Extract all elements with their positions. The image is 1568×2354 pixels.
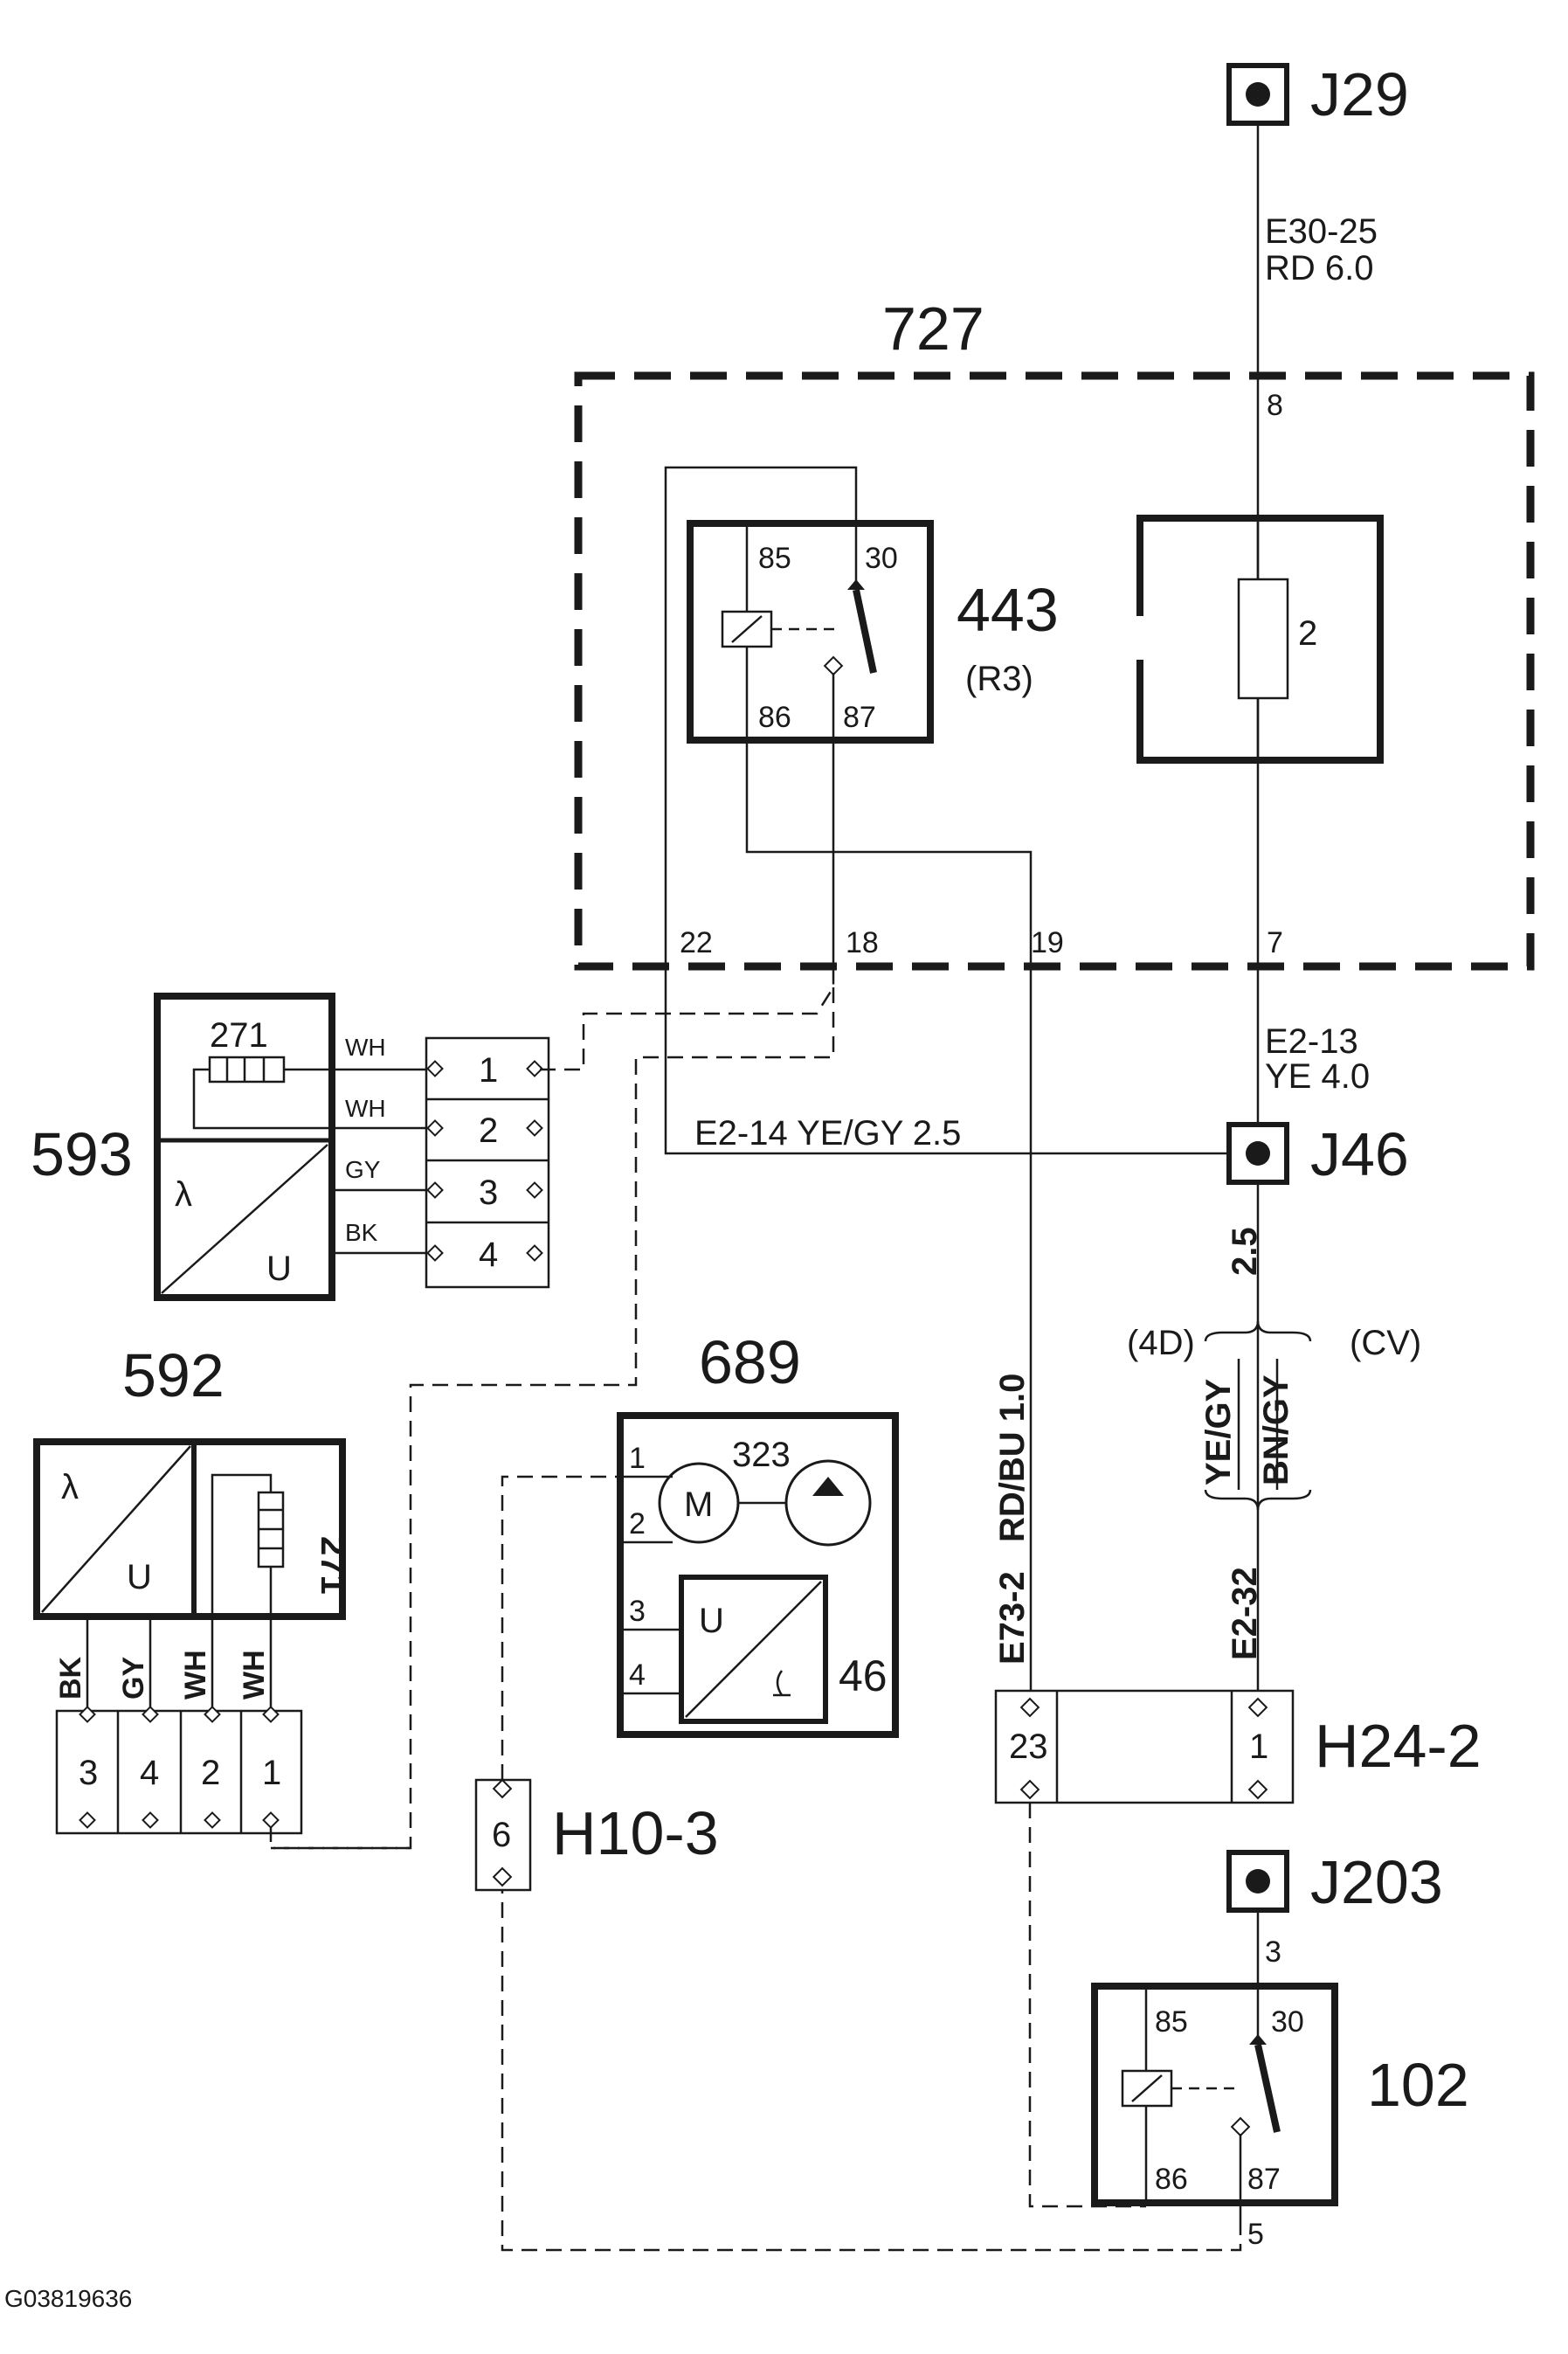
relay-102-pin-87: 87: [1247, 2163, 1281, 2196]
sensor-46-label: 46: [839, 1651, 888, 1700]
variant-cv-label: (CV): [1350, 1324, 1421, 1362]
relay-443-sub: (R3): [965, 660, 1033, 698]
sensor-593-lambda: λ: [175, 1175, 192, 1214]
sensor-592-heater: 271: [314, 1536, 352, 1595]
fuse-label: 2: [1298, 614, 1317, 653]
pin-18-label: 18: [846, 926, 879, 959]
connector-593: 1 2 3 4: [425, 1036, 550, 1289]
h24-pin-1: 1: [1249, 1727, 1268, 1766]
relay-102-pin-86: 86: [1155, 2163, 1188, 2196]
relay-102-label: 102: [1367, 2051, 1469, 2119]
sensor-u-label: U: [699, 1602, 724, 1640]
sensor-593-heater: 271: [210, 1016, 268, 1055]
variant-4d-label: (4D): [1127, 1324, 1195, 1362]
relay-443: 85 30 86 87 443 (R3): [687, 520, 1059, 744]
wire-size-2-5: 2.5: [1226, 1227, 1264, 1276]
relay-102-pin-30: 30: [1271, 2005, 1304, 2039]
pin-7-label: 7: [1267, 926, 1283, 959]
relay-443-pin-85: 85: [758, 542, 791, 575]
wire-label-bn-gy: BN/GY: [1257, 1374, 1295, 1485]
h24-label: H24-2: [1315, 1712, 1482, 1780]
variant-brace: (4D) (4D) (CV) YE/GY BN/GY: [1127, 1320, 1421, 1511]
pin-22-label: 22: [680, 926, 713, 959]
sensor-592-wire-wh1: WH: [179, 1650, 212, 1700]
sensor-592-wire-gy: GY: [117, 1657, 150, 1700]
wire-label-e30-25: E30-25: [1265, 212, 1378, 251]
j203-label: J203: [1310, 1848, 1443, 1916]
motor-label: M: [684, 1485, 713, 1524]
connector-j46: J46: [1226, 1120, 1409, 1188]
connector-h10-3: 6 H10-3: [474, 1778, 719, 1892]
relay-443-pin-87: 87: [843, 701, 876, 734]
sensor-592-label: 592: [122, 1341, 224, 1409]
h10-label: H10-3: [552, 1799, 719, 1867]
sensor-593-u: U: [266, 1250, 292, 1288]
relay-102: 85 30 86 87 102: [1091, 1983, 1469, 2206]
pin-8-label: 8: [1267, 389, 1283, 422]
connector-592-pin-2: 2: [201, 1754, 220, 1792]
wire-label-rd-bu: RD/BU 1.0: [993, 1374, 1032, 1542]
sensor-592-u: U: [127, 1558, 152, 1596]
module-689-pin-2: 2: [629, 1507, 646, 1540]
sensor-593-wire-3: GY: [345, 1156, 381, 1183]
connector-j203: J203: [1226, 1848, 1443, 1916]
module-689-pin-4: 4: [629, 1658, 646, 1692]
pin-19-label: 19: [1031, 926, 1064, 959]
sensor-593-wire-2: WH: [345, 1095, 386, 1122]
unit-727: 727 8 7 22 18 19: [574, 294, 1535, 971]
sensor-593: 593 λ U 271 WH WH GY BK: [31, 993, 428, 1301]
connector-593-pin-1: 1: [479, 1051, 498, 1090]
j203-pin-3: 3: [1265, 1935, 1281, 1969]
dashed-wires-bottom: [501, 1803, 1242, 2252]
relay-102-pin-5: 5: [1247, 2218, 1264, 2251]
wire-label-rd-6: RD 6.0: [1265, 249, 1374, 287]
relay-443-label: 443: [957, 576, 1059, 644]
j46-label: J46: [1310, 1120, 1409, 1188]
connector-593-pin-2: 2: [479, 1111, 498, 1150]
fuse-box: 2: [1136, 515, 1384, 764]
wire-label-e2-14: E2-14 YE/GY 2.5: [694, 1114, 961, 1153]
wire-label-e2-32: E2-32: [1226, 1567, 1264, 1660]
relay-443-pin-86: 86: [758, 701, 791, 734]
sensor-592: 592 λ U 271 BK GY WH WH: [33, 1341, 352, 1711]
internal-wires-727: [664, 466, 1258, 1708]
connector-593-pin-4: 4: [479, 1236, 498, 1274]
relay-443-pin-30: 30: [865, 542, 898, 575]
connector-j29: J29: [1226, 60, 1409, 128]
h24-pin-23: 23: [1009, 1727, 1048, 1766]
connector-h24-2: 23 1 H24-2: [994, 1689, 1482, 1804]
dashed-wire-592: [269, 1826, 411, 1850]
wire-label-e73-2: E73-2: [993, 1571, 1032, 1665]
module-689-label: 689: [699, 1328, 801, 1396]
connector-592-pin-1: 1: [262, 1754, 281, 1792]
sensor-593-label: 593: [31, 1120, 133, 1188]
sensor-592-wire-wh2: WH: [238, 1650, 271, 1700]
module-689: 689 M 323 1 2 U 3 4 46: [617, 1328, 899, 1738]
connector-592-pin-3: 3: [79, 1754, 98, 1792]
connector-593-pin-3: 3: [479, 1174, 498, 1212]
j29-label: J29: [1310, 60, 1409, 128]
unit-727-label: 727: [882, 294, 984, 363]
wire-label-e2-13: E2-13: [1265, 1022, 1358, 1061]
wire-label-ye-4: YE 4.0: [1265, 1057, 1370, 1096]
pump-label: 323: [732, 1436, 791, 1474]
sensor-593-wire-1: WH: [345, 1034, 386, 1061]
h10-pin-6: 6: [492, 1816, 511, 1854]
sensor-592-lambda: λ: [61, 1468, 79, 1506]
diagram-code: G03819636: [4, 2285, 132, 2312]
module-689-pin-1: 1: [629, 1442, 646, 1475]
sensor-593-wire-4: BK: [345, 1219, 378, 1246]
relay-102-pin-85: 85: [1155, 2005, 1188, 2039]
sensor-592-wire-bk: BK: [54, 1656, 87, 1700]
wire-label-ye-gy: YE/GY: [1199, 1378, 1238, 1485]
connector-592-pin-4: 4: [140, 1754, 159, 1792]
connector-592: 3 4 2 1: [55, 1706, 303, 1835]
module-689-pin-3: 3: [629, 1595, 646, 1628]
